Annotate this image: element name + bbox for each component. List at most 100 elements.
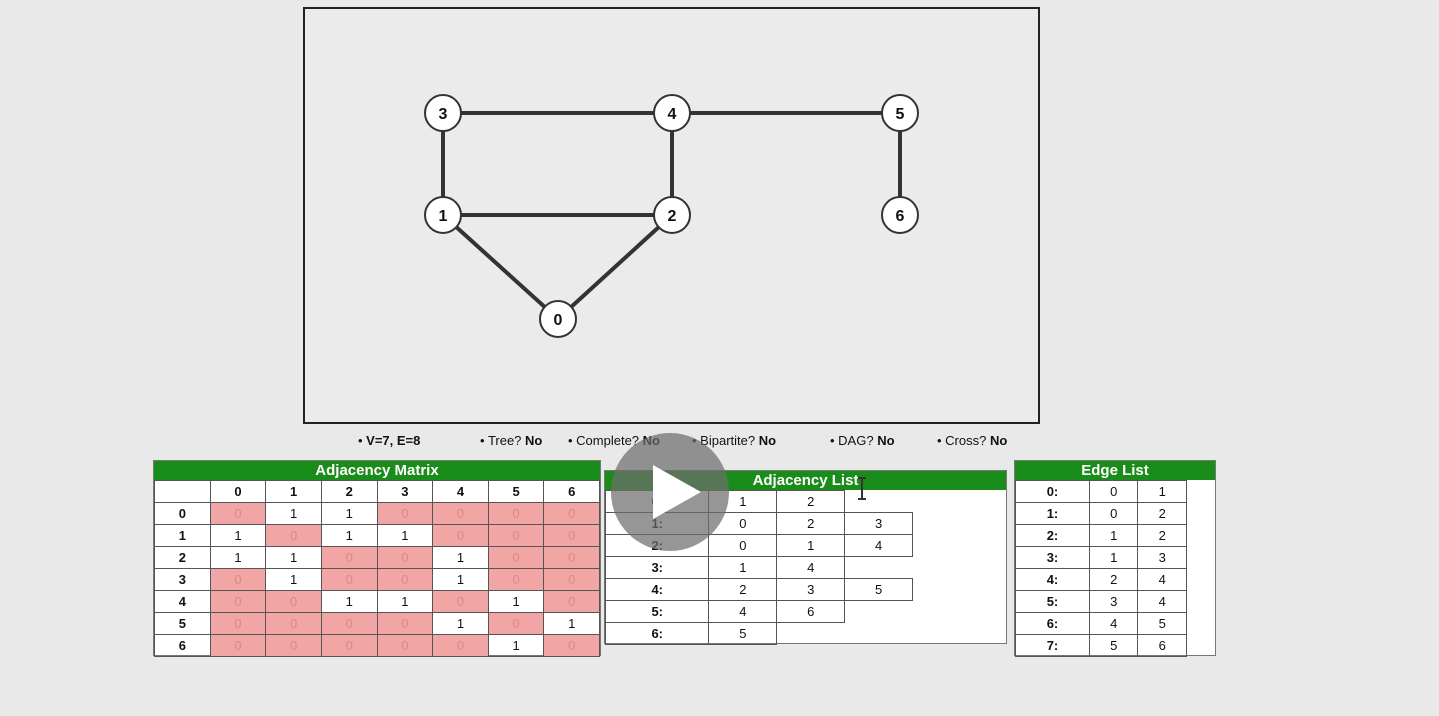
adjlist-neighbor: 2 <box>708 578 778 601</box>
matrix-cell: 1 <box>320 524 378 547</box>
edgelist-to: 4 <box>1137 568 1187 591</box>
matrix-cell: 0 <box>320 546 378 569</box>
adjlist-neighbor: 1 <box>776 534 846 557</box>
matrix-cell: 0 <box>265 634 322 657</box>
graph-edge-0-2[interactable] <box>556 213 674 321</box>
matrix-cell: 0 <box>209 590 267 613</box>
matrix-cell: 1 <box>487 590 545 613</box>
edgelist-to: 6 <box>1137 634 1187 657</box>
matrix-cell: 1 <box>432 546 489 569</box>
graph-vertex-2[interactable]: 2 <box>653 196 691 234</box>
graph-vertex-4[interactable]: 4 <box>653 94 691 132</box>
adjlist-empty-slot <box>845 557 913 579</box>
matrix-cell: 1 <box>376 590 434 613</box>
matrix-row-header: 0 <box>154 502 211 525</box>
matrix-cell: 0 <box>487 524 545 547</box>
matrix-cell: 0 <box>543 634 600 657</box>
adjlist-neighbor: 1 <box>708 556 778 579</box>
matrix-col-header: 0 <box>209 480 267 503</box>
adjlist-neighbor: 3 <box>776 578 846 601</box>
matrix-col-header: 2 <box>320 480 378 503</box>
edgelist-index: 7: <box>1015 634 1090 657</box>
stat-cross: • Cross? No <box>937 433 1008 448</box>
edgelist-to: 2 <box>1137 502 1187 525</box>
matrix-row-header: 5 <box>154 612 211 635</box>
matrix-cell: 0 <box>209 612 267 635</box>
matrix-cell: 0 <box>487 568 545 591</box>
matrix-cell: 1 <box>209 546 267 569</box>
matrix-cell: 0 <box>320 612 378 635</box>
matrix-cell: 1 <box>320 502 378 525</box>
adjlist-empty-slot <box>845 623 913 645</box>
adjlist-neighbor: 5 <box>708 622 778 645</box>
edgelist-index: 6: <box>1015 612 1090 635</box>
graph-vertex-label: 4 <box>668 106 677 123</box>
matrix-cell: 0 <box>265 524 322 547</box>
adjlist-vertex-label: 5: <box>604 600 710 623</box>
matrix-cell: 1 <box>543 612 600 635</box>
matrix-cell: 1 <box>376 524 434 547</box>
matrix-col-header: 6 <box>543 480 600 503</box>
edgelist-index: 4: <box>1015 568 1090 591</box>
edgelist-index: 2: <box>1015 524 1090 547</box>
matrix-row-header: 2 <box>154 546 211 569</box>
graph-edge-0-1[interactable] <box>441 213 560 321</box>
graph-vertex-3[interactable]: 3 <box>424 94 462 132</box>
matrix-cell: 0 <box>543 524 600 547</box>
matrix-cell: 1 <box>265 546 322 569</box>
matrix-col-header: 1 <box>265 480 322 503</box>
matrix-cell: 0 <box>209 634 267 657</box>
matrix-cell: 0 <box>543 568 600 591</box>
list-item: 2:014 <box>604 534 913 557</box>
matrix-corner-cell <box>154 480 211 503</box>
adjlist-neighbor: 4 <box>844 534 913 557</box>
edgelist-index: 5: <box>1015 590 1090 613</box>
graph-vertex-label: 1 <box>439 208 448 225</box>
matrix-cell: 0 <box>432 634 489 657</box>
matrix-cell: 1 <box>320 590 378 613</box>
edgelist-from: 2 <box>1088 568 1139 591</box>
graph-vertex-label: 3 <box>439 106 448 123</box>
matrix-cell: 1 <box>265 502 322 525</box>
edgelist-from: 0 <box>1088 502 1139 525</box>
edgelist-to: 4 <box>1137 590 1187 613</box>
edgelist-from: 1 <box>1088 524 1139 547</box>
graph-vertex-0[interactable]: 0 <box>539 300 577 338</box>
graph-vertex-1[interactable]: 1 <box>424 196 462 234</box>
graph-drawing[interactable]: 0 1 2 3 4 5 6 <box>305 9 1038 422</box>
matrix-cell: 0 <box>432 502 489 525</box>
play-button[interactable] <box>611 433 729 551</box>
graph-vertex-5[interactable]: 5 <box>881 94 919 132</box>
adjlist-neighbor: 2 <box>776 512 846 535</box>
matrix-cell: 0 <box>376 612 434 635</box>
matrix-cell: 0 <box>432 524 489 547</box>
adjlist-neighbor: 3 <box>844 512 913 535</box>
adjacency-matrix-title: Adjacency Matrix <box>154 461 600 480</box>
matrix-col-header: 5 <box>487 480 545 503</box>
edgelist-to: 3 <box>1137 546 1187 569</box>
matrix-cell: 0 <box>487 546 545 569</box>
matrix-cell: 0 <box>320 634 378 657</box>
adjlist-neighbor: 2 <box>776 490 846 513</box>
matrix-cell: 0 <box>487 502 545 525</box>
graph-vertex-6[interactable]: 6 <box>881 196 919 234</box>
graph-canvas[interactable]: 0 1 2 3 4 5 6 <box>303 7 1040 424</box>
matrix-cell: 0 <box>487 612 545 635</box>
matrix-cell: 0 <box>376 568 434 591</box>
edgelist-index: 1: <box>1015 502 1090 525</box>
adjlist-neighbor: 6 <box>776 600 846 623</box>
matrix-row-header: 1 <box>154 524 211 547</box>
edgelist-to: 5 <box>1137 612 1187 635</box>
